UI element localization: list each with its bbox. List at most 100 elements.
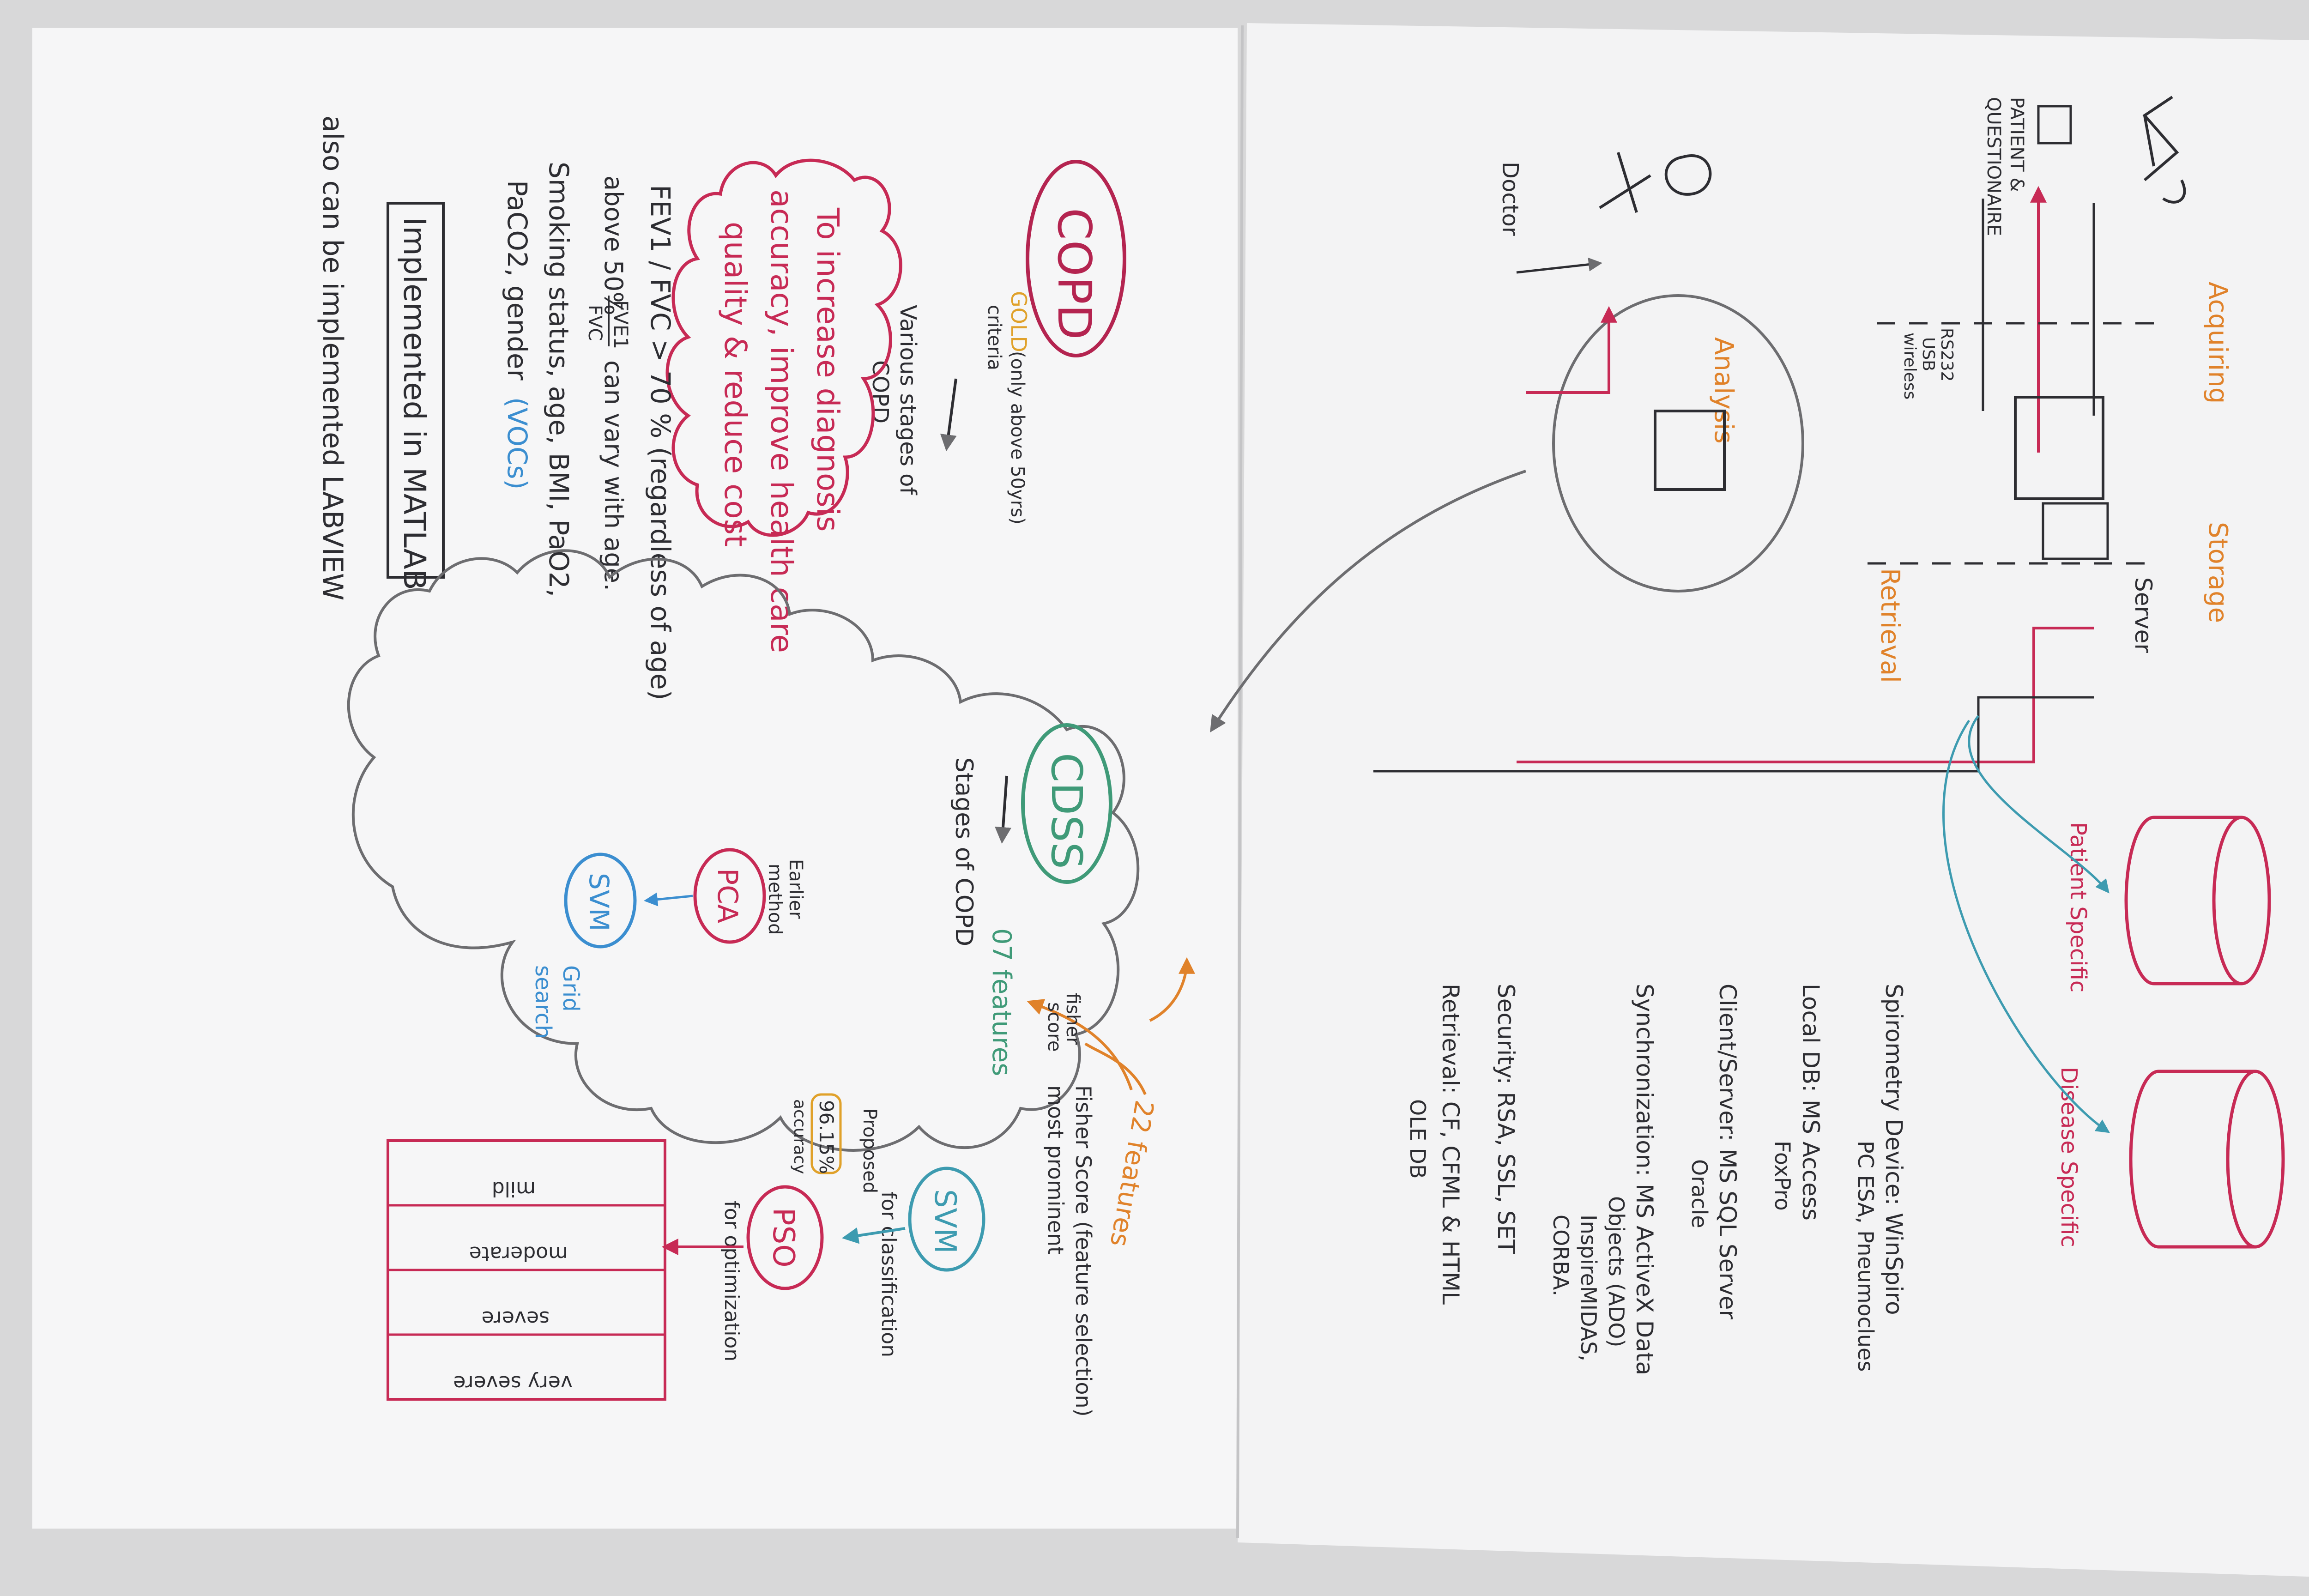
pso-ellipse <box>746 1185 824 1290</box>
security-line: Security: RSA, SSL, SET <box>1493 984 1519 1254</box>
most-prominent-label: most prominent <box>1043 1085 1068 1255</box>
left-paper-sheet <box>32 28 1238 1529</box>
retrieval-spec-line-1: Retrieval: CF, CFML & HTML <box>1437 984 1464 1305</box>
sync-line-2: Objects (ADO) <box>1604 1196 1629 1347</box>
fev-line-3: Smoking status, age, BMI, PaO2, <box>543 162 574 597</box>
svm-right-ellipse <box>908 1167 985 1272</box>
gold-label: GOLD <box>1006 291 1031 352</box>
features-to-svm-arrow <box>1027 999 1133 1090</box>
severity-table: mild moderate severe very severe <box>387 1139 666 1401</box>
usb-label: USB <box>1919 337 1938 371</box>
goal-text-2: accuracy, improve health care <box>764 189 799 653</box>
server-label: Server <box>2130 577 2157 653</box>
patient-figure-icon <box>2142 96 2186 204</box>
client-server-line-1: Client/Server: MS SQL Server <box>1714 984 1741 1319</box>
questionnaire-icon <box>2037 105 2072 145</box>
svm-right-label: SVM <box>928 1189 962 1254</box>
svm-to-pso-arrow <box>841 1227 906 1244</box>
svm-left-ellipse <box>564 852 637 949</box>
implemented-label: Implemented in MATLAB <box>397 217 432 590</box>
grid-search-1: Grid <box>558 965 584 1012</box>
sync-line-4: CORBA. <box>1548 1215 1573 1296</box>
grid-search-2: search <box>530 965 556 1039</box>
patient-db-cylinder <box>2124 816 2271 985</box>
db-body <box>2124 816 2242 985</box>
goal-text-1: To increase diagnosis <box>810 207 846 532</box>
fev-line-2b: can vary with age. <box>599 360 628 591</box>
server-to-patient-db-arrow <box>1968 715 2110 894</box>
acquiring-label: Acquiring <box>2203 282 2233 404</box>
stages-of-copd: Stages of COPD <box>950 757 978 946</box>
fev-line-4a: PaCO2, gender <box>502 180 533 381</box>
patient-label-2: QUESTIONAIRE <box>1983 97 2004 236</box>
earlier-2: method <box>764 864 786 935</box>
wireless-label: wireless <box>1900 332 1919 399</box>
storage-label: Storage <box>2203 522 2233 623</box>
for-classification: for classification <box>877 1191 901 1357</box>
cdss-ellipse <box>1021 723 1112 884</box>
right-sheet-content: PATIENT & QUESTIONAIRE Acquiring Storage… <box>1210 96 2285 1375</box>
accuracy-box <box>810 1093 842 1174</box>
accuracy-value: 96.15% <box>815 1100 838 1174</box>
fisher-small-2: score <box>1044 1002 1065 1052</box>
localdb-line-1: Local DB: MS Access <box>1797 984 1824 1221</box>
pca-ellipse <box>693 848 766 944</box>
severity-mild: mild <box>492 1177 536 1201</box>
proposed-label: Proposed <box>859 1108 880 1193</box>
retrieval-spec-line-2: OLE DB <box>1405 1099 1430 1179</box>
left-sheet-content: COPD GOLD (only above 50yrs) criteria Va… <box>316 115 1187 1417</box>
pca-label: PCA <box>711 868 743 923</box>
rs232-label: RS232 <box>1937 328 1956 382</box>
gold-note: (only above 50yrs) <box>1007 351 1028 525</box>
doctor-figure-icon <box>1599 152 1712 213</box>
spiro-line-1: Spirometry Device: WinSpiro <box>1880 984 1907 1315</box>
cdss-cloud-outline <box>347 549 1140 1152</box>
goal-text-3: quality & reduce cost <box>718 222 753 547</box>
copd-to-stages-arrow <box>940 378 957 452</box>
sync-line-3: InspireMIDAS, <box>1576 1215 1601 1361</box>
db-body <box>2129 1070 2255 1249</box>
various-stages-1: Various stages of <box>895 305 921 496</box>
server-to-disease-db-arrow <box>1942 719 2110 1133</box>
fev-line-4b: (VOCs) <box>502 397 533 490</box>
doctor-cloud <box>1552 294 1804 592</box>
cdss-to-stages-arrow <box>995 775 1012 844</box>
copd-title: COPD <box>1047 208 1101 340</box>
fisher-small-1: fisher <box>1062 993 1083 1045</box>
storage-gray-path <box>1373 696 2094 773</box>
also-label: also can be implemented LABVIEW <box>316 115 349 600</box>
localdb-line-2: FoxPro <box>1770 1141 1795 1211</box>
severity-very-severe: very severe <box>453 1371 573 1395</box>
right-paper-sheet <box>1238 23 2309 1577</box>
disease-db-cylinder <box>2129 1070 2285 1249</box>
patient-label-1: PATIENT & <box>2006 97 2027 192</box>
fev-line-2a: above 50% <box>599 175 628 315</box>
features-to-07-arrow <box>1084 961 1187 1095</box>
storage-red-path <box>1517 627 2094 763</box>
spiro-line-2: PC ESA, Pneumoclues <box>1853 1141 1878 1372</box>
features-07: 07 features <box>986 928 1016 1076</box>
implemented-box <box>387 202 445 579</box>
severity-moderate: moderate <box>469 1242 568 1265</box>
fev-fraction-den: FVC <box>584 305 605 341</box>
disease-specific-label: Disease Specific <box>2056 1067 2082 1247</box>
cdss-label: CDSS <box>1042 753 1091 869</box>
computer-monitor-icon <box>2014 396 2104 500</box>
earlier-1: Earlier <box>785 859 806 919</box>
fisher-score-label: Fisher Score (feature selection) <box>1071 1085 1096 1417</box>
goal-cloud-outline <box>665 158 902 537</box>
for-optimization: for optimization <box>720 1201 743 1361</box>
patient-specific-label: Patient Specific <box>2065 822 2091 992</box>
client-server-line-2: Oracle <box>1687 1159 1712 1228</box>
analysis-red-arrow <box>1526 306 1617 394</box>
computer-base-icon <box>2042 502 2109 560</box>
pca-to-svm-arrow <box>644 892 693 907</box>
copd-ellipse <box>1026 160 1126 357</box>
criteria-label: criteria <box>984 305 1005 370</box>
server-to-cdss-arrow <box>1210 470 1526 733</box>
sheet-divider <box>1236 25 1244 1538</box>
fev-fraction-num: FVE1 <box>610 300 632 349</box>
analysis-gray-arrow <box>1516 257 1602 274</box>
sync-line-1: Synchronization: MS ActiveX Data <box>1631 984 1658 1375</box>
